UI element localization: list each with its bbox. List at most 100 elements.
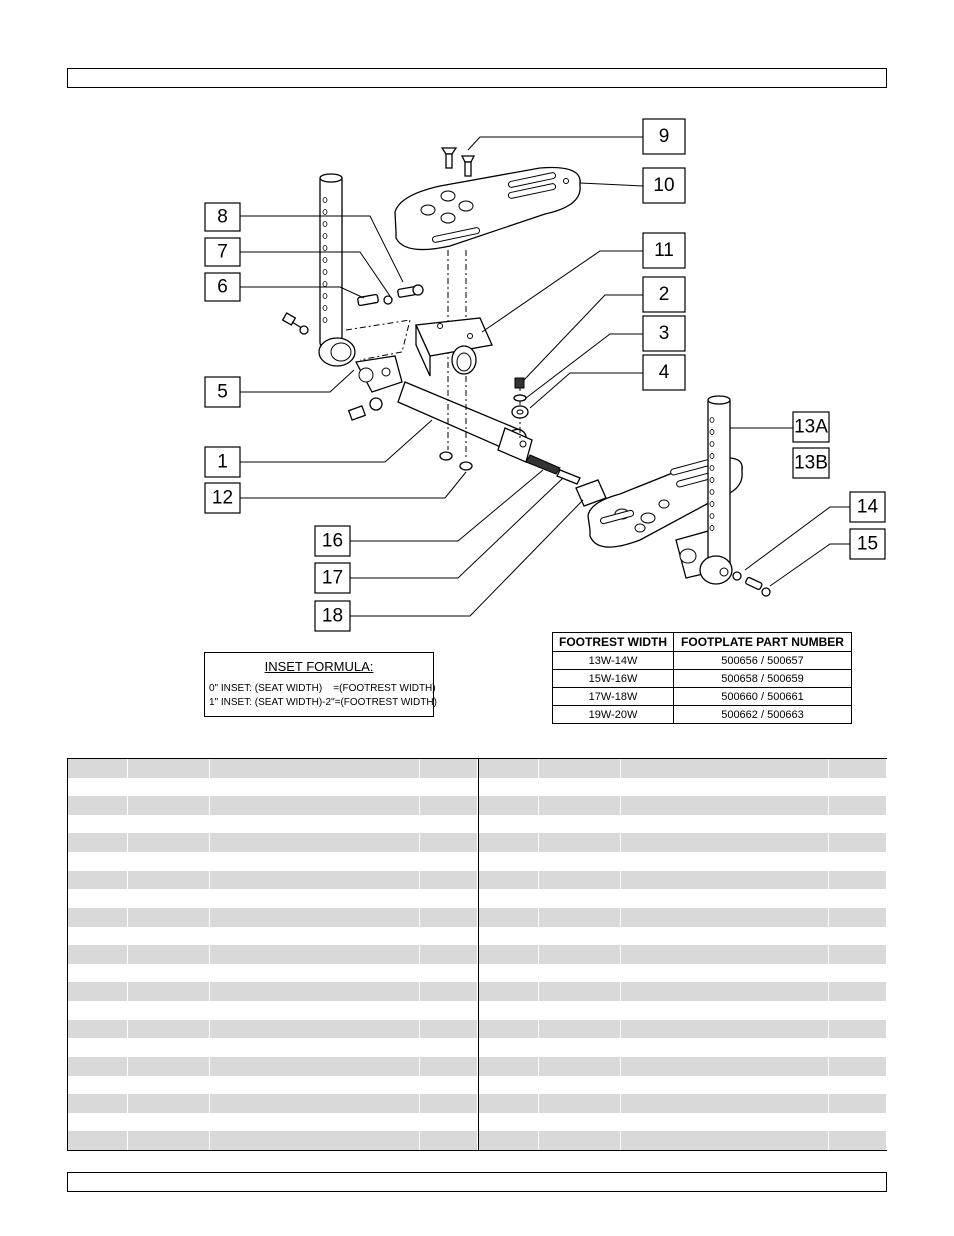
callout-9: 9	[642, 118, 686, 155]
callout-17: 17	[314, 562, 351, 594]
table-cell	[420, 777, 478, 797]
table-row	[68, 852, 478, 871]
table-cell	[210, 852, 420, 871]
callout-13a-label: 13A	[794, 417, 828, 438]
callout-14: 14	[849, 491, 886, 523]
table-row	[68, 963, 478, 983]
header-footplate-part-number: FOOTPLATE PART NUMBER	[673, 632, 852, 652]
table-row	[479, 1019, 887, 1039]
table-cell	[420, 833, 478, 853]
table-cell	[420, 945, 478, 964]
table-cell	[621, 1056, 829, 1076]
callout-10-label: 10	[653, 175, 674, 196]
table-row	[479, 852, 887, 871]
table-row: 13W-14W 500656 / 500657	[552, 651, 852, 670]
table-cell	[128, 945, 210, 964]
table-cell	[420, 852, 478, 871]
table-row: 19W-20W 500662 / 500663	[552, 705, 852, 724]
table-cell	[539, 963, 621, 983]
table-cell	[621, 852, 829, 871]
table-cell	[420, 1075, 478, 1095]
table-cell	[829, 963, 887, 983]
table-cell	[420, 963, 478, 983]
table-row	[479, 945, 887, 964]
table-cell	[420, 1019, 478, 1039]
callout-11: 11	[642, 232, 686, 269]
table-cell	[68, 870, 128, 890]
table-cell	[420, 1038, 478, 1057]
table-cell	[621, 814, 829, 834]
table-cell	[829, 889, 887, 908]
table-cell	[539, 1056, 621, 1076]
table-cell	[621, 889, 829, 908]
table-cell	[539, 1075, 621, 1095]
callout-13a: 13A	[792, 411, 830, 443]
table-cell	[621, 1112, 829, 1132]
table-cell	[479, 777, 539, 797]
table-cell	[210, 889, 420, 908]
table-cell	[829, 833, 887, 853]
parts-list-left-column	[68, 759, 479, 1150]
table-cell	[128, 796, 210, 815]
table-cell	[128, 1038, 210, 1057]
table-cell	[539, 833, 621, 853]
table-cell	[479, 759, 539, 778]
table-row	[479, 1094, 887, 1113]
table-row	[68, 1001, 478, 1020]
table-cell	[128, 870, 210, 890]
callout-8-label: 8	[217, 207, 228, 228]
header-footrest-width: FOOTREST WIDTH	[552, 632, 674, 652]
table-cell	[621, 796, 829, 815]
table-cell	[128, 1094, 210, 1113]
exploded-parts-diagram: 9 10 8 7 6 11 2 3 4 5 1 12 13A 13B 14 15…	[204, 118, 886, 632]
callout-9-label: 9	[659, 126, 670, 147]
table-cell	[479, 852, 539, 871]
table-row	[68, 1094, 478, 1113]
left-post	[318, 173, 356, 367]
table-cell	[829, 1001, 887, 1020]
table-cell	[420, 1056, 478, 1076]
callout-1-label: 1	[217, 452, 228, 473]
table-cell	[479, 926, 539, 946]
table-cell	[479, 945, 539, 964]
table-cell	[420, 1094, 478, 1113]
table-row	[479, 907, 887, 927]
callout-6: 6	[204, 272, 241, 302]
table-row	[68, 982, 478, 1002]
table-cell	[621, 1075, 829, 1095]
table-cell	[539, 982, 621, 1002]
table-cell	[128, 852, 210, 871]
table-row	[68, 889, 478, 908]
table-row	[68, 1112, 478, 1132]
table-cell	[829, 1131, 887, 1150]
table-cell	[539, 870, 621, 890]
table-cell	[210, 1075, 420, 1095]
callout-7-label: 7	[217, 242, 228, 263]
table-cell	[210, 833, 420, 853]
table-row	[68, 1038, 478, 1057]
table-cell	[128, 889, 210, 908]
table-cell	[420, 926, 478, 946]
table-row	[479, 1056, 887, 1076]
table-row	[68, 926, 478, 946]
table-cell	[128, 759, 210, 778]
table-cell	[68, 759, 128, 778]
table-row	[68, 796, 478, 815]
part-number-cell: 500658 / 500659	[673, 669, 852, 688]
table-row	[479, 982, 887, 1002]
table-cell	[420, 1001, 478, 1020]
table-cell	[539, 1112, 621, 1132]
table-cell	[128, 1075, 210, 1095]
table-cell	[68, 852, 128, 871]
table-cell	[539, 889, 621, 908]
table-cell	[479, 814, 539, 834]
table-cell	[210, 814, 420, 834]
table-cell	[128, 1001, 210, 1020]
table-cell	[68, 1056, 128, 1076]
table-cell	[68, 907, 128, 927]
callout-12-label: 12	[212, 488, 233, 509]
callout-2: 2	[642, 276, 686, 313]
table-cell	[621, 1019, 829, 1039]
callout-4: 4	[642, 354, 686, 391]
table-row	[68, 777, 478, 797]
